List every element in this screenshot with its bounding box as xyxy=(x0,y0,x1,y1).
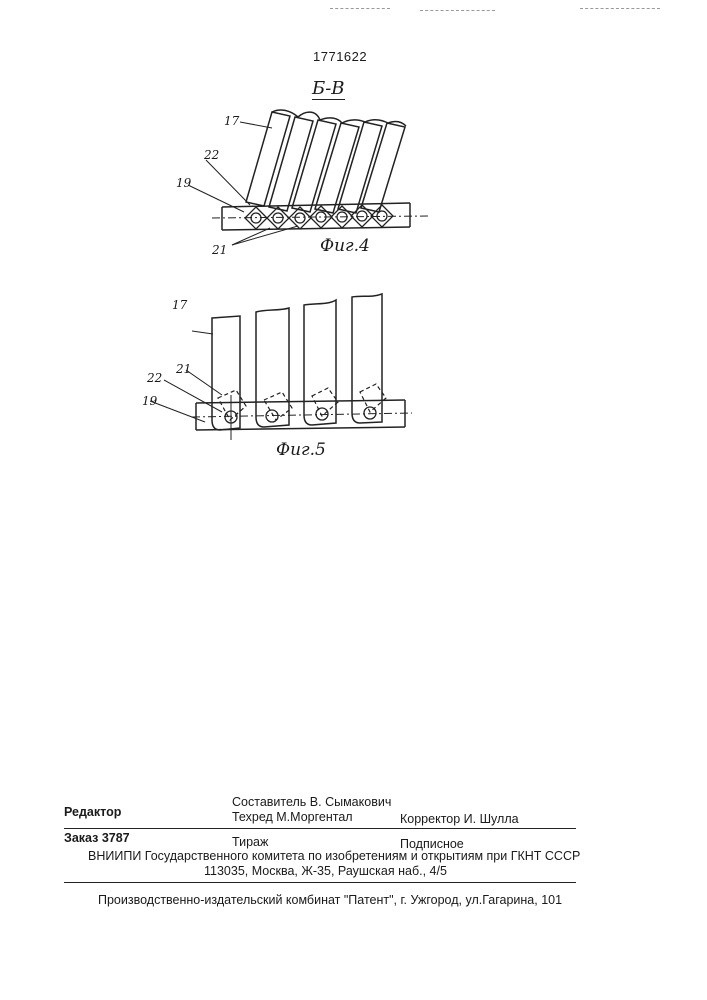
label-21-fig4: 21 xyxy=(212,243,227,257)
label-17-fig4: 17 xyxy=(224,114,239,128)
techred-line: Техред М.Моргентал xyxy=(232,810,353,824)
label-19-fig4: 19 xyxy=(176,176,191,190)
label-19-fig5: 19 xyxy=(142,394,157,408)
colophon-top-rule xyxy=(64,828,576,829)
publisher-line: Производственно-издательский комбинат "П… xyxy=(98,893,562,907)
label-22-fig4: 22 xyxy=(204,148,219,162)
org-line: ВНИИПИ Государственного комитета по изоб… xyxy=(88,849,580,863)
plate-top-edge-fig5 xyxy=(196,400,405,403)
address-line: 113035, Москва, Ж-35, Раушская наб., 4/5 xyxy=(204,864,447,878)
slat-group-fig5 xyxy=(212,294,382,430)
editor-label: Редактор xyxy=(64,805,121,819)
compiler-line: Составитель В. Сымакович xyxy=(232,795,391,809)
circulation-label: Тираж xyxy=(232,835,268,849)
colophon-bottom-rule xyxy=(64,882,576,883)
label-22-fig5: 22 xyxy=(147,371,162,385)
label-21-fig5: 21 xyxy=(176,362,191,376)
corrector-line: Корректор И. Шулла xyxy=(400,812,519,826)
figure-5-caption: Фиг.5 xyxy=(276,440,326,460)
label-17-fig5: 17 xyxy=(172,298,187,312)
figure-4-caption: Фиг.4 xyxy=(320,236,370,256)
order-number: Заказ 3787 xyxy=(64,831,130,845)
